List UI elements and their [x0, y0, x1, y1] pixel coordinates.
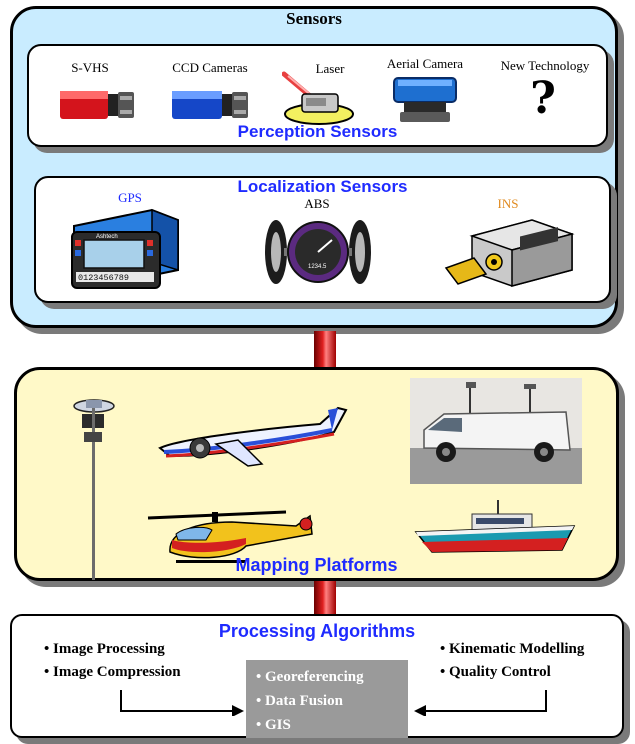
sensors-title: Sensors: [286, 9, 342, 28]
label-ins: INS: [497, 196, 519, 211]
survey-pole-icon: [73, 399, 115, 580]
question-mark-icon: ?: [530, 73, 556, 124]
right-item-quality-control: • Quality Control: [440, 664, 551, 680]
s-vhs-camera-icon: [60, 91, 134, 119]
gps-receiver-icon: Ashtech 0123456789: [71, 208, 179, 289]
right-arrow-connector: [414, 690, 547, 716]
perception-sensors-title: Perception Sensors: [237, 122, 398, 141]
connector-platforms-processing: [314, 581, 336, 617]
center-processing-box: [246, 660, 408, 738]
center-item-georeferencing: • Georeferencing: [256, 669, 364, 685]
left-item-image-compression: • Image Compression: [44, 664, 181, 680]
ccd-camera-icon: [172, 91, 248, 119]
right-item-kinematic-modelling: • Kinematic Modelling: [440, 641, 585, 657]
center-item-data-fusion: • Data Fusion: [256, 693, 343, 709]
center-item-gis: • GIS: [256, 717, 291, 733]
aerial-camera-icon: [393, 77, 457, 122]
gps-brand-text: Ashtech: [96, 234, 118, 240]
label-abs: ABS: [304, 196, 330, 211]
connector-sensors-platforms: [314, 331, 336, 369]
label-ccd-cameras: CCD Cameras: [172, 60, 248, 75]
helicopter-icon: [147, 510, 313, 563]
left-arrow-connector: [120, 690, 244, 716]
left-item-image-processing: • Image Processing: [44, 641, 165, 657]
processing-algorithms-title: Processing Algorithms: [218, 621, 416, 641]
gps-keypad-text: 0123456789: [78, 273, 129, 283]
label-laser: Laser: [315, 61, 345, 76]
survey-boat-icon: [414, 500, 576, 553]
mapping-platforms-title: Mapping Platforms: [235, 555, 398, 575]
label-aerial-camera: Aerial Camera: [386, 56, 464, 71]
label-s-vhs: S-VHS: [71, 60, 109, 75]
survey-van-photo: [410, 378, 582, 484]
label-new-technology: New Technology: [500, 58, 590, 73]
abs-wheel-sensor-icon: 1234.5: [265, 220, 371, 284]
laser-scanner-icon: [282, 71, 354, 125]
svg-text:1234.5: 1234.5: [308, 264, 327, 270]
label-gps: GPS: [118, 190, 142, 205]
airplane-icon: [158, 406, 348, 467]
ins-unit-icon: [444, 219, 575, 287]
localization-sensors-title: Localization Sensors: [237, 177, 408, 196]
